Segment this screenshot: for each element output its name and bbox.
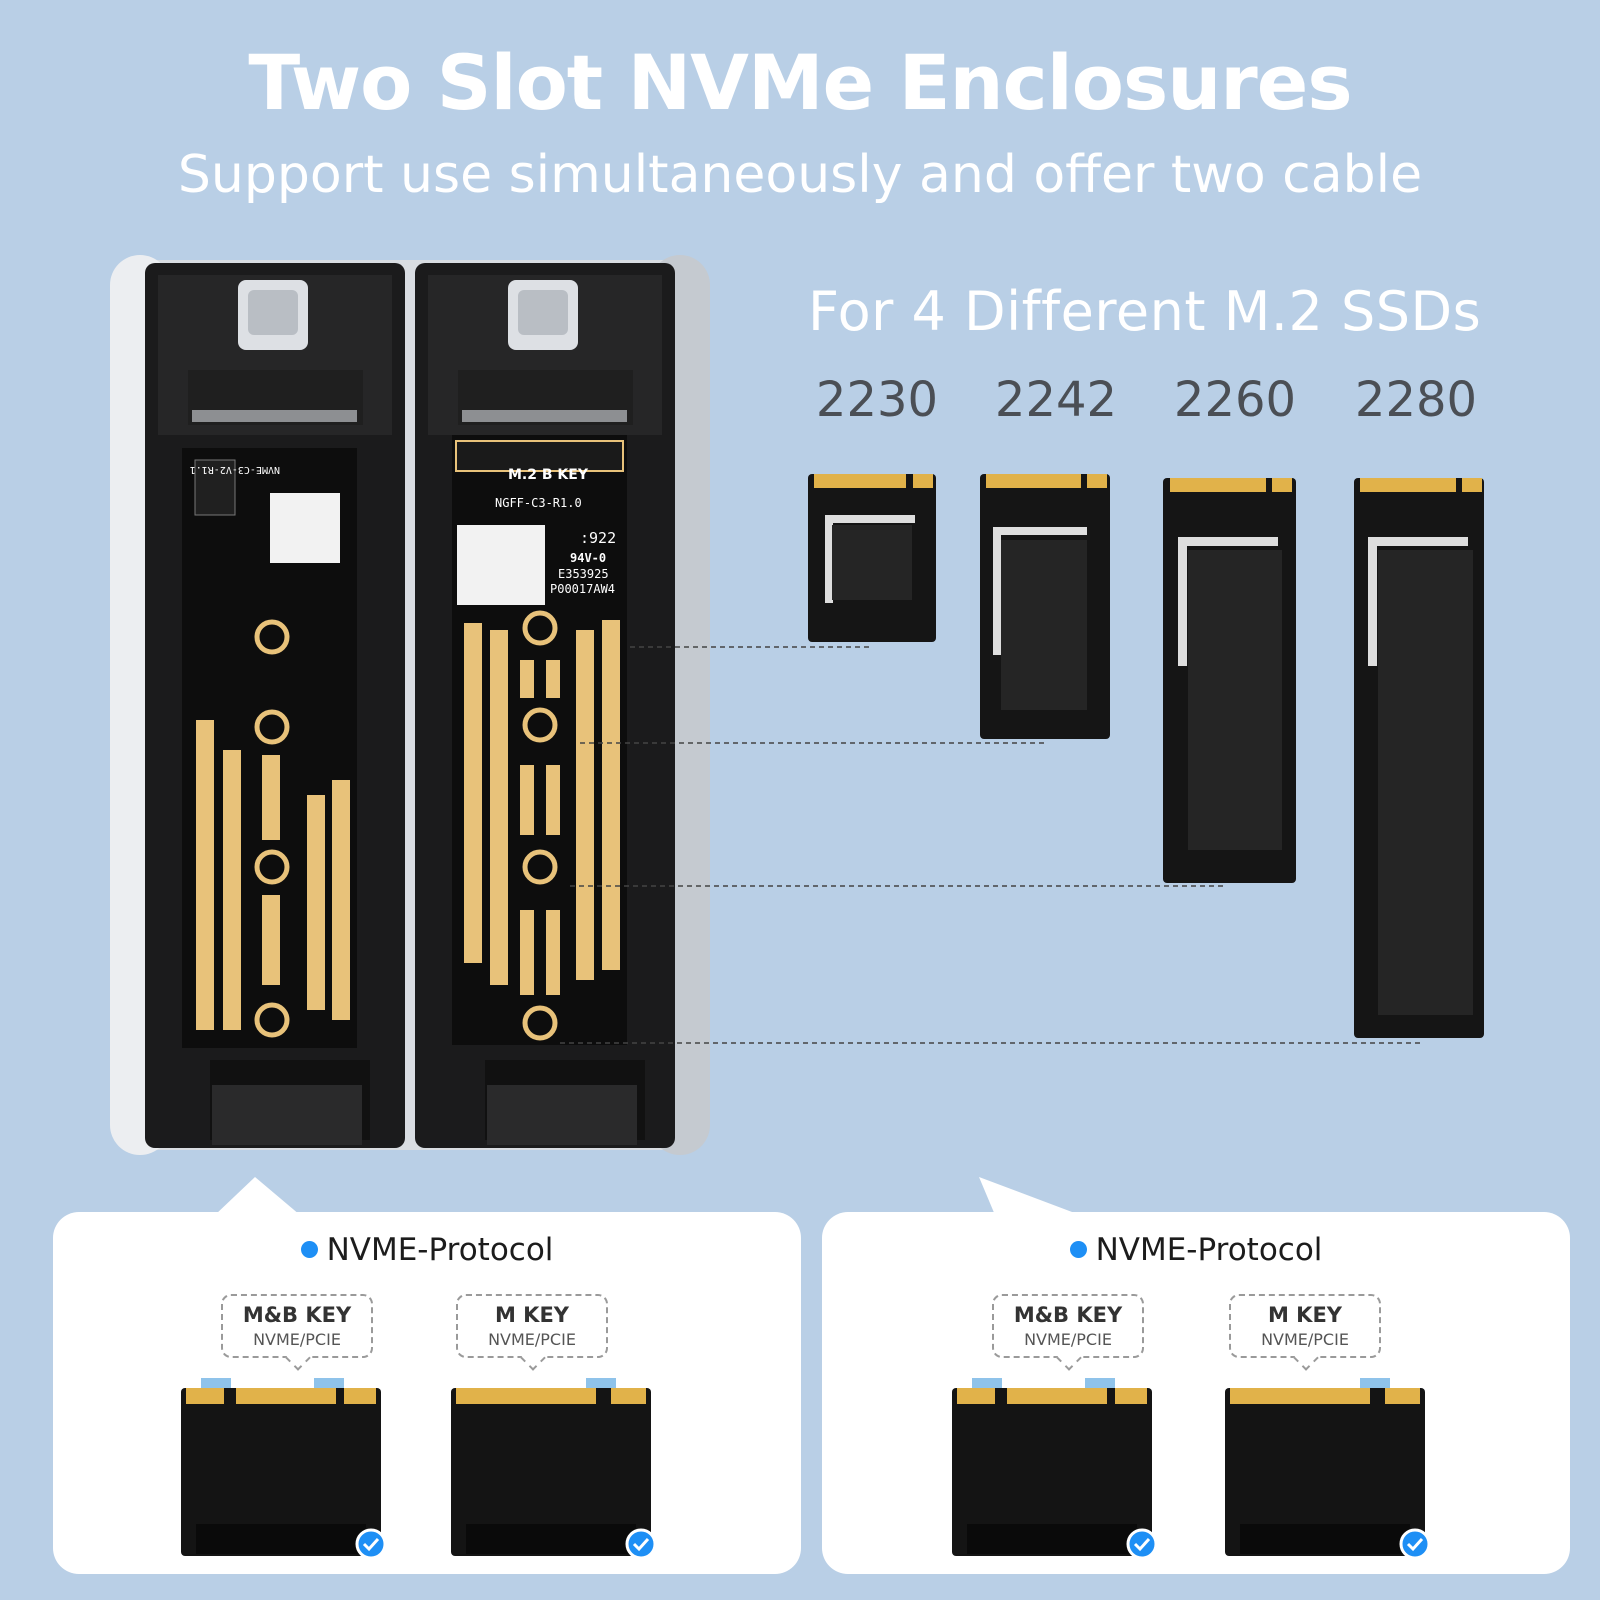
board-code-4: P00017AW4 [550,582,615,596]
page-subtitle: Support use simultaneously and offer two… [177,145,1423,205]
ssd-2242 [980,474,1110,739]
left-protocol-panel: NVME-Protocol M&B KEY NVME/PCIE M KEY NV… [53,1212,801,1574]
key-bubble-mb: M&B KEY NVME/PCIE [992,1294,1144,1358]
board-code-1: :922 [580,529,616,547]
ssd-mb-key-image [952,1378,1158,1560]
ssd-2260 [1163,478,1296,883]
bullet-dot-icon [1069,1241,1087,1258]
ssd-2230 [808,474,936,642]
key-type: M&B KEY [242,1303,352,1327]
size-label-2260: 2260 [1173,372,1297,428]
page-title: Two Slot NVMe Enclosures [248,38,1352,127]
key-protocol: NVME/PCIE [253,1330,341,1349]
size-label-2242: 2242 [994,372,1118,428]
ssd-m-key-image [1225,1378,1431,1560]
check-icon [1133,1537,1151,1552]
key-type: M&B KEY [1013,1303,1123,1327]
ssd-mb-key-image [181,1378,387,1560]
key-protocol: NVME/PCIE [488,1330,576,1349]
protocol-title: NVME-Protocol [53,1232,801,1268]
left-panel-pointer [215,1177,300,1215]
protocol-label: NVME-Protocol [1095,1232,1323,1268]
right-protocol-panel: NVME-Protocol M&B KEY NVME/PCIE M KEY NV… [822,1212,1570,1574]
bullet-dot-icon [300,1241,318,1258]
board-code-3: E353925 [558,567,609,581]
key-type: M KEY [1267,1303,1343,1327]
key-bubble-m: M KEY NVME/PCIE [456,1294,608,1358]
key-protocol: NVME/PCIE [1261,1330,1349,1349]
left-board-label: NVME-C3-V2-R1.1 [190,464,280,475]
key-bubble-m: M KEY NVME/PCIE [1229,1294,1381,1358]
check-icon [632,1537,650,1552]
ssd-illustrations [560,474,1484,1044]
right-slot-tray: M.2 B KEY NGFF-C3-R1.0 :922 94V-0 E35392… [415,263,675,1148]
check-icon [362,1537,380,1552]
key-type: M KEY [494,1303,570,1327]
board-model-label: NGFF-C3-R1.0 [495,496,582,510]
protocol-title: NVME-Protocol [822,1232,1570,1268]
left-slot-tray [145,263,405,1148]
ssd-2280 [1354,478,1484,1038]
board-key-label: M.2 B KEY [508,467,589,483]
board-code-2: 94V-0 [570,551,606,565]
dual-enclosure-image: M.2 B KEY NGFF-C3-R1.0 :922 94V-0 E35392… [110,255,710,1155]
size-label-2280: 2280 [1354,372,1478,428]
ssd-m-key-image [451,1378,657,1560]
size-label-2230: 2230 [815,372,939,428]
check-icon [1406,1537,1424,1552]
key-bubble-mb: M&B KEY NVME/PCIE [221,1294,373,1358]
key-protocol: NVME/PCIE [1024,1330,1112,1349]
protocol-label: NVME-Protocol [326,1232,554,1268]
ssd-heading: For 4 Different M.2 SSDs [808,280,1482,343]
right-panel-pointer [979,1177,1080,1215]
